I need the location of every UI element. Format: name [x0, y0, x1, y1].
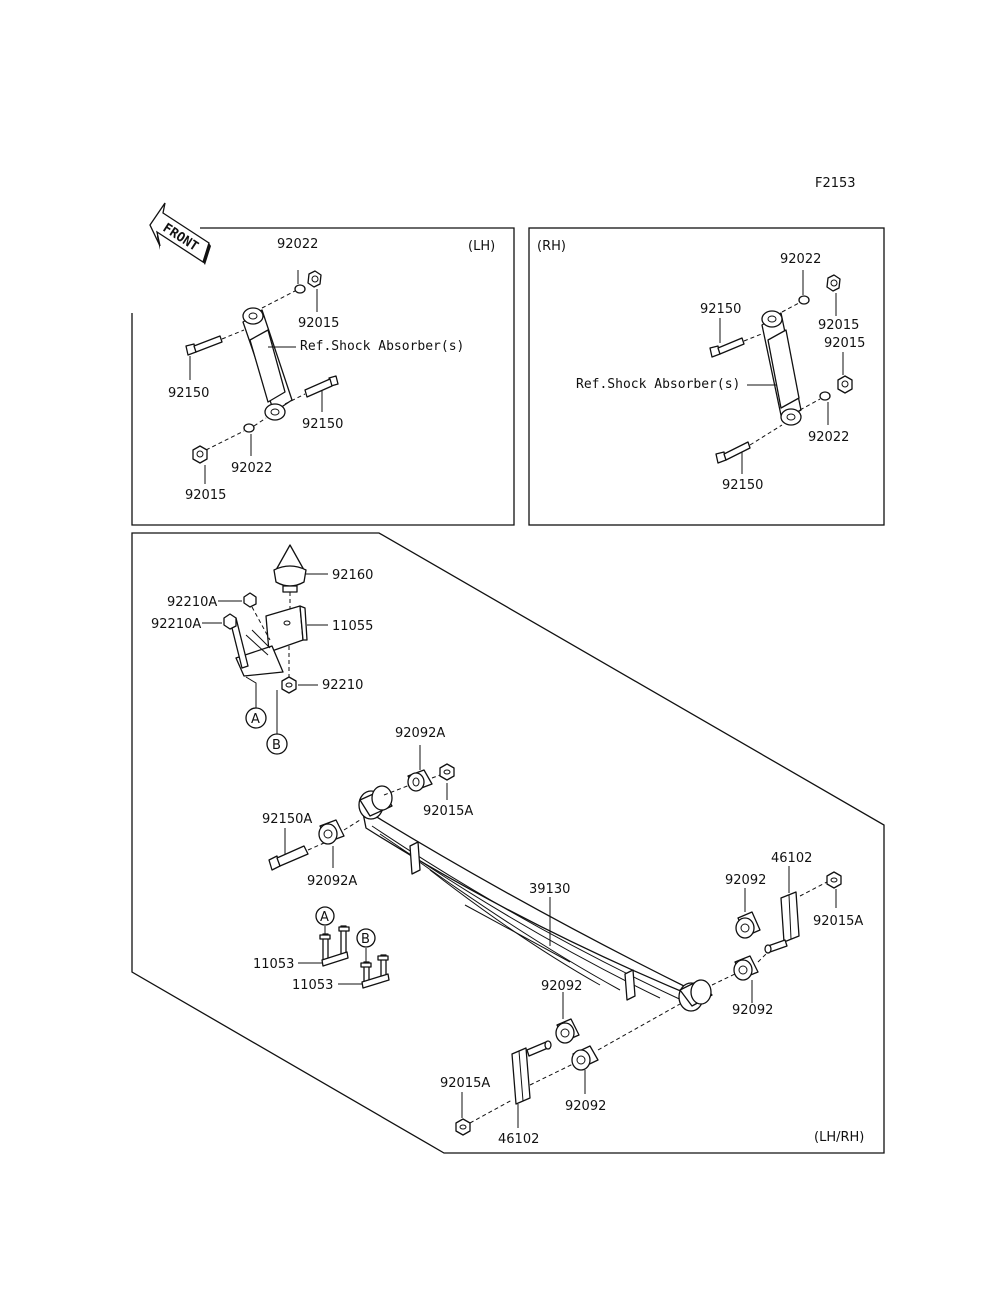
rh-label-bolt-bottom: 92150 — [722, 478, 763, 493]
lh-label-nut-bottom: 92015 — [185, 488, 226, 503]
nut-92015a-front-icon — [439, 763, 455, 781]
label-shackle-rear-top: 46102 — [771, 851, 812, 866]
rh-nut-top-icon — [826, 274, 841, 292]
rh-side-label: (RH) — [537, 239, 566, 254]
nut-92210a-lower-icon — [223, 613, 237, 630]
rh-bolt-top-icon — [709, 337, 745, 358]
lh-label-washer-bottom: 92022 — [231, 461, 272, 476]
label-bump-stop: 92160 — [332, 568, 373, 583]
lh-bolt-right-icon — [304, 375, 339, 398]
rh-panel: (RH) 92022 92015 92150 — [528, 227, 885, 526]
bushing-rear-top-icon — [735, 911, 761, 939]
bump-stop-icon — [273, 544, 307, 593]
label-bushing-front-2: 92092A — [307, 874, 357, 889]
spring-panel: (LH/RH) 92160 11055 92210A — [131, 532, 885, 1154]
bracket-icon — [229, 605, 308, 677]
rh-label-nut-right: 92015 — [824, 336, 865, 351]
callout-a: A — [251, 712, 260, 727]
rh-label-washer-bottom: 92022 — [808, 430, 849, 445]
front-arrow-icon: FRONT — [149, 202, 211, 265]
rh-washer-top-icon — [798, 295, 810, 305]
shackle-rear-top-icon — [764, 891, 800, 954]
label-bushing-rear-top-2: 92092 — [732, 1003, 773, 1018]
label-ubolt-a: 11053 — [253, 957, 294, 972]
label-nut-front: 92015A — [423, 804, 473, 819]
label-bracket: 11055 — [332, 619, 373, 634]
nut-92210a-upper-icon — [243, 592, 257, 608]
callout-a-circle — [245, 707, 267, 729]
lh-side-label: (LH) — [468, 239, 495, 254]
rh-label-bolt-top: 92150 — [700, 302, 741, 317]
rh-bolt-bottom-icon — [715, 441, 751, 464]
label-bushing-rear-top: 92092 — [725, 873, 766, 888]
label-shackle-rear-bottom: 46102 — [498, 1132, 539, 1147]
ubolt-a-icon — [319, 925, 350, 967]
ubolt-a-callout: A — [320, 910, 329, 925]
lh-nut-top-icon — [307, 270, 322, 288]
lh-bolt-left-icon — [185, 335, 223, 356]
bushing-rear-bottom-2-icon — [571, 1045, 599, 1071]
nut-92015a-rear-top-icon — [826, 871, 842, 889]
ubolt-b-callout-circle — [356, 928, 376, 948]
rh-washer-bottom-icon — [819, 391, 831, 401]
lh-label-bolt-left: 92150 — [168, 386, 209, 401]
rh-label-washer-top: 92022 — [780, 252, 821, 267]
bushing-92092a-top-icon — [407, 769, 433, 792]
ubolt-b-icon — [360, 954, 390, 989]
label-bolt-front: 92150A — [262, 812, 312, 827]
lh-washer-bottom-icon — [243, 423, 255, 433]
label-bushing-rear-bottom: 92092 — [541, 979, 582, 994]
lh-nut-bottom-icon — [192, 445, 208, 464]
label-ubolt-b: 11053 — [292, 978, 333, 993]
rh-label-nut-top: 92015 — [818, 318, 859, 333]
callout-b-circle — [266, 733, 288, 755]
nut-92015a-rear-bottom-icon — [455, 1118, 471, 1136]
label-nut-rear-top: 92015A — [813, 914, 863, 929]
lh-panel: (LH) 92022 92015 92150 — [131, 227, 515, 526]
leaf-spring-icon — [358, 785, 713, 1012]
bolt-92150a-icon — [268, 845, 309, 871]
label-leaf-spring: 39130 — [529, 882, 570, 897]
lh-label-washer-top: 92022 — [277, 237, 318, 252]
lh-label-bolt-right: 92150 — [302, 417, 343, 432]
label-nut-a2: 92210A — [151, 617, 201, 632]
bushing-rear-bottom-icon — [555, 1018, 580, 1044]
diagram-id: F2153 — [815, 176, 856, 191]
lh-ref-label: Ref.Shock Absorber(s) — [300, 339, 464, 354]
label-nut-bracket: 92210 — [322, 678, 363, 693]
ubolt-b-callout: B — [361, 932, 370, 947]
ubolt-a-callout-circle — [315, 906, 335, 926]
rh-nut-right-icon — [837, 375, 853, 394]
lh-shock-absorber — [242, 307, 293, 421]
rh-ref-label: Ref.Shock Absorber(s) — [576, 377, 740, 392]
lh-washer-top-icon — [294, 284, 306, 294]
bushing-92092a-bottom-icon — [318, 819, 345, 845]
rh-shock-absorber — [761, 310, 802, 426]
label-nut-rear-bottom: 92015A — [440, 1076, 490, 1091]
label-bushing-front: 92092A — [395, 726, 445, 741]
nut-92210-icon — [281, 676, 297, 694]
shackle-rear-bottom-icon — [511, 1040, 552, 1105]
label-bushing-rear-bottom-2: 92092 — [565, 1099, 606, 1114]
lh-label-nut-top: 92015 — [298, 316, 339, 331]
label-nut-a1: 92210A — [167, 595, 217, 610]
spring-side-label: (LH/RH) — [814, 1130, 864, 1145]
callout-b: B — [272, 738, 281, 753]
bushing-rear-mid-icon — [733, 955, 759, 981]
